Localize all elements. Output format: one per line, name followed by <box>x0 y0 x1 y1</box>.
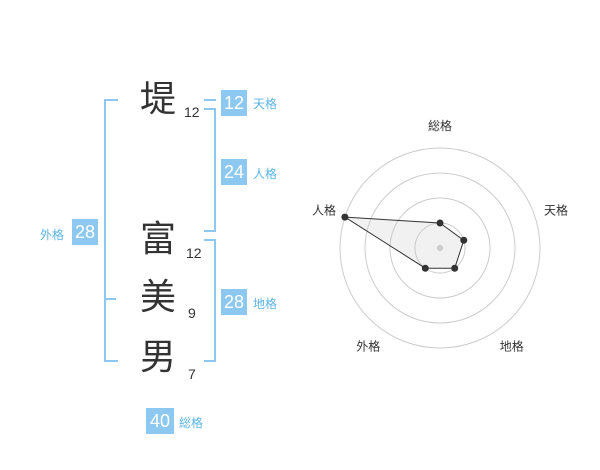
radar-point-2 <box>451 264 459 272</box>
radar-center-dot <box>437 245 443 251</box>
chikaku-label: 地格 <box>253 297 278 311</box>
radar-point-1 <box>460 236 468 244</box>
jinkaku-bracket <box>204 108 216 232</box>
tenkaku-bracket-tick <box>204 99 216 101</box>
chikaku-value-badge: 28 <box>221 289 247 315</box>
tenkaku-label: 天格 <box>253 97 278 111</box>
jinkaku-label: 人格 <box>253 167 278 181</box>
given-char-2: 美 <box>140 277 177 318</box>
radar-grid-ring <box>364 172 516 324</box>
given-char-3: 男 <box>140 337 177 378</box>
radar-grid <box>339 147 541 349</box>
given-char-1-strokes: 12 <box>186 245 202 261</box>
soukaku-value-badge: 40 <box>146 408 174 434</box>
given-char-1: 富 <box>140 219 177 260</box>
radar-point-3 <box>421 264 429 272</box>
radar-series-polygon <box>344 216 465 269</box>
radar-point-0 <box>436 219 444 227</box>
given-char-3-strokes: 7 <box>188 366 196 382</box>
gaikaku-bracket <box>104 99 118 362</box>
soukaku-label: 総格 <box>179 416 204 430</box>
surname-char-1: 堤 <box>140 79 177 120</box>
chikaku-bracket <box>204 239 216 362</box>
radar-axis-label-2: 地格 <box>500 339 524 354</box>
radar-axis-label-1: 天格 <box>544 202 568 217</box>
gaikaku-value-badge: 28 <box>72 219 98 245</box>
surname-char-1-strokes: 12 <box>184 104 200 120</box>
tenkaku-value-badge: 12 <box>221 90 247 116</box>
jinkaku-value-badge: 24 <box>221 159 247 185</box>
radar-grid-ring <box>389 197 491 299</box>
gaikaku-label: 外格 <box>40 228 65 242</box>
gaikaku-bracket-tick <box>104 298 116 300</box>
radar-axis-label-3: 外格 <box>356 339 380 354</box>
radar-axis-label-4: 人格 <box>312 202 336 217</box>
radar-series <box>341 213 468 272</box>
given-char-2-strokes: 9 <box>188 305 196 321</box>
radar-grid-ring <box>339 147 541 349</box>
radar-point-4 <box>341 213 349 221</box>
radar-axis-label-0: 総格 <box>428 118 452 133</box>
